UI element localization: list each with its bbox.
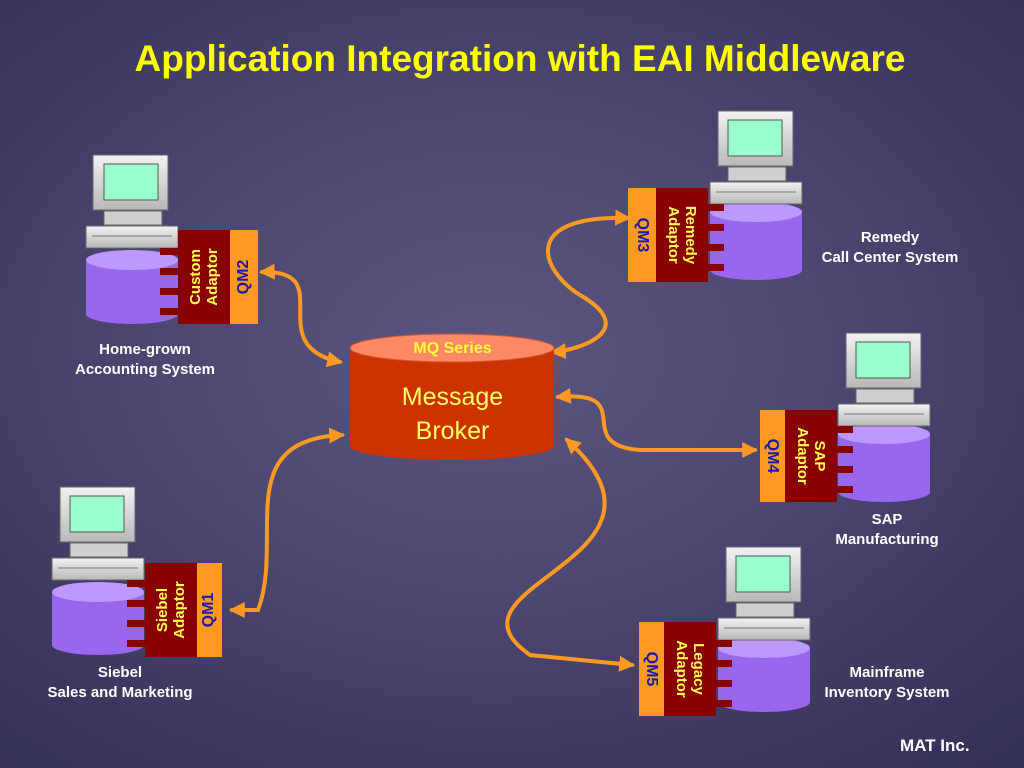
system-remedy-line2: Call Center System	[821, 249, 959, 266]
broker-name-line2: Broker	[415, 417, 490, 445]
system-remedy-line1: Remedy	[860, 229, 920, 246]
connector-siebel	[228, 427, 346, 618]
system-legacy-line1: Mainframe	[849, 664, 925, 681]
system-sap-line1: SAP	[871, 511, 903, 528]
system-siebel-line2: Sales and Marketing	[47, 684, 193, 701]
connector-custom	[258, 263, 344, 368]
node-remedy-graphic	[628, 110, 803, 282]
qm-siebel: QM1	[200, 592, 217, 628]
broker-name: Message Broker	[350, 380, 555, 448]
adaptor-sap-line2: Adaptor	[794, 427, 811, 485]
qm-sap: QM4	[764, 438, 781, 474]
message-broker-cylinder	[349, 333, 555, 460]
system-label-custom: Home-grown Accounting System	[45, 340, 245, 380]
adaptor-remedy: Remedy Adaptor	[665, 189, 699, 281]
node-siebel-graphic	[51, 486, 222, 657]
connector-sap	[554, 387, 759, 458]
adaptor-siebel-line1: Siebel	[154, 587, 171, 633]
qm-legacy: QM5	[643, 651, 660, 687]
connector-legacy	[505, 437, 636, 672]
system-label-remedy: Remedy Call Center System	[790, 228, 990, 268]
node-sap-graphic	[760, 332, 931, 502]
adaptor-siebel-line2: Adaptor	[171, 581, 188, 639]
page-title: Application Integration with EAI Middlew…	[134, 38, 906, 79]
broker-label: MQ Series	[413, 340, 492, 357]
system-sap-line2: Manufacturing	[835, 531, 939, 548]
node-legacy-graphic	[639, 546, 811, 716]
system-siebel-line1: Siebel	[97, 664, 143, 681]
adaptor-remedy-line2: Adaptor	[665, 206, 682, 264]
adaptor-remedy-line1: Remedy	[682, 205, 699, 265]
qm-remedy: QM3	[634, 217, 651, 253]
system-label-sap: SAP Manufacturing	[787, 510, 987, 550]
adaptor-siebel: Siebel Adaptor	[154, 564, 188, 656]
footer-company: MAT Inc.	[900, 736, 970, 755]
node-custom-graphic	[85, 154, 258, 324]
qm-custom: QM2	[235, 259, 252, 295]
adaptor-sap: SAP Adaptor	[794, 410, 828, 502]
adaptor-legacy: Legacy Adaptor	[673, 623, 707, 715]
connector-remedy	[546, 209, 632, 360]
system-label-siebel: Siebel Sales and Marketing	[20, 663, 220, 703]
adaptor-sap-line1: SAP	[811, 440, 828, 472]
system-label-legacy: Mainframe Inventory System	[787, 663, 987, 703]
broker-name-line1: Message	[401, 383, 504, 411]
adaptor-custom-line2: Adaptor	[204, 248, 221, 306]
system-custom-line1: Home-grown	[99, 341, 191, 358]
system-legacy-line2: Inventory System	[824, 684, 950, 701]
adaptor-legacy-line1: Legacy	[690, 643, 707, 695]
system-custom-line2: Accounting System	[74, 361, 216, 378]
adaptor-custom-line1: Custom	[187, 249, 204, 305]
adaptor-custom: Custom Adaptor	[187, 231, 221, 323]
adaptor-legacy-line2: Adaptor	[673, 640, 690, 698]
